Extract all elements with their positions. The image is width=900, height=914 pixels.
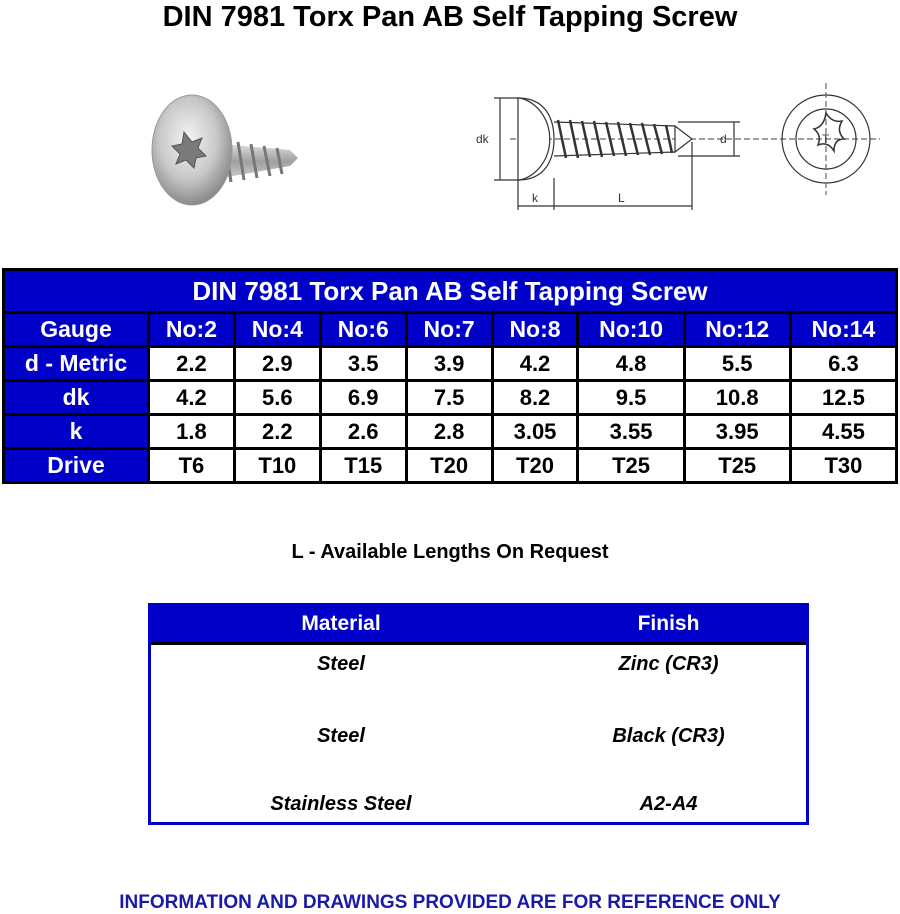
material-finish-table: Material Finish Steel Zinc (CR3) Steel B…: [148, 603, 809, 825]
row-label: k: [2, 413, 150, 450]
gauge-col: No:4: [232, 311, 322, 348]
finish-cell: Zinc (CR3): [618, 653, 719, 675]
finish-cell: A2-A4: [639, 793, 698, 815]
disclaimer-footer: INFORMATION AND DRAWINGS PROVIDED ARE FO…: [119, 892, 781, 913]
material-cell: Stainless Steel: [270, 793, 412, 815]
table-cell: 3.9: [404, 345, 494, 382]
row-label: dk: [2, 379, 150, 416]
table-cell: 6.9: [318, 379, 408, 416]
table-cell: T6: [147, 447, 236, 484]
gauge-col: No:12: [682, 311, 792, 348]
table-cell: 5.5: [682, 345, 792, 382]
torx-end-view-icon: [812, 110, 846, 154]
table-cell: 9.5: [576, 379, 686, 416]
table-cell: 4.8: [576, 345, 686, 382]
spec-table-title: DIN 7981 Torx Pan AB Self Tapping Screw: [2, 268, 898, 314]
table-row: dk 4.2 5.6 6.9 7.5 8.2 9.5 10.8 12.5: [2, 379, 899, 416]
page-title: DIN 7981 Torx Pan AB Self Tapping Screw: [162, 1, 738, 33]
table-cell: 4.2: [147, 379, 236, 416]
material-header-row: Material Finish: [151, 606, 806, 645]
gauge-label: Gauge: [2, 311, 150, 348]
torx-recess-icon: [170, 130, 208, 170]
table-cell: T20: [404, 447, 494, 484]
gauge-col: No:10: [576, 311, 686, 348]
table-cell: 4.2: [490, 345, 580, 382]
table-cell: 8.2: [490, 379, 580, 416]
table-cell: 3.55: [576, 413, 686, 450]
dim-k-label: k: [532, 191, 539, 205]
table-cell: 2.2: [232, 413, 322, 450]
dim-d-label: d: [720, 132, 727, 146]
table-row: Drive T6 T10 T15 T20 T20 T25 T25 T30: [2, 447, 899, 484]
gauge-col: No:6: [318, 311, 408, 348]
finish-cell: Black (CR3): [612, 725, 725, 747]
table-cell: 12.5: [788, 379, 899, 416]
material-cell: Steel: [317, 725, 365, 747]
table-row: d - Metric 2.2 2.9 3.5 3.9 4.2 4.8 5.5 6…: [2, 345, 899, 382]
dim-l-label: L: [618, 191, 625, 205]
row-label: d - Metric: [2, 345, 150, 382]
finish-header: Finish: [637, 612, 700, 635]
material-header: Material: [301, 612, 381, 635]
table-cell: 2.9: [232, 345, 322, 382]
table-cell: 3.5: [318, 345, 408, 382]
dim-dk-label: dk: [476, 132, 490, 146]
table-cell: 2.2: [147, 345, 236, 382]
table-cell: 3.95: [682, 413, 792, 450]
material-cell: Steel: [317, 653, 365, 675]
torx-t-label: T: [822, 132, 830, 146]
table-cell: T30: [788, 447, 899, 484]
gauge-col: No:2: [147, 311, 236, 348]
gauge-col: No:7: [404, 311, 494, 348]
table-cell: T25: [576, 447, 686, 484]
row-label: Drive: [2, 447, 150, 484]
table-row: k 1.8 2.2 2.6 2.8 3.05 3.55 3.95 4.55: [2, 413, 899, 450]
table-cell: 1.8: [147, 413, 236, 450]
table-cell: 2.6: [318, 413, 408, 450]
spec-header-row: Gauge No:2 No:4 No:6 No:7 No:8 No:10 No:…: [2, 311, 899, 348]
spec-table: DIN 7981 Torx Pan AB Self Tapping Screw …: [2, 268, 899, 484]
gauge-col: No:8: [490, 311, 580, 348]
table-cell: T25: [682, 447, 792, 484]
technical-drawing: dk d k L T: [476, 83, 880, 210]
table-cell: 3.05: [490, 413, 580, 450]
table-cell: 7.5: [404, 379, 494, 416]
gauge-col: No:14: [788, 311, 899, 348]
table-cell: 2.8: [404, 413, 494, 450]
table-cell: 10.8: [682, 379, 792, 416]
table-cell: 5.6: [232, 379, 322, 416]
table-cell: T15: [318, 447, 408, 484]
screw-photo: [151, 94, 298, 206]
table-cell: T10: [232, 447, 322, 484]
lengths-note: L - Available Lengths On Request: [291, 541, 609, 563]
table-cell: 4.55: [788, 413, 899, 450]
table-cell: T20: [490, 447, 580, 484]
table-cell: 6.3: [788, 345, 899, 382]
